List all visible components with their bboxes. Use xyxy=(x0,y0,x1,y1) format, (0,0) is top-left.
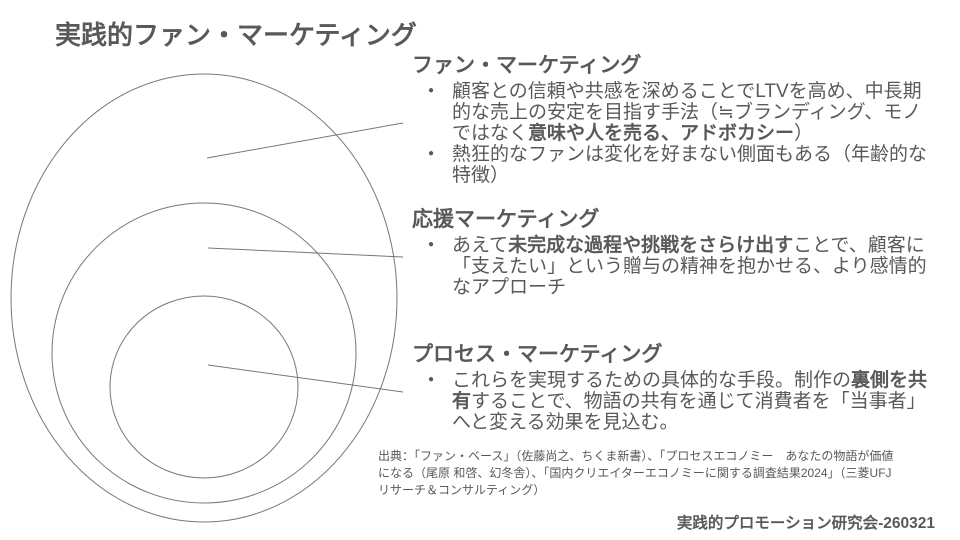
section-heading-fan-marketing: ファン・マーケティング xyxy=(412,54,642,77)
bullet-item: ● 熱狂的なファンは変化を好まない側面もある（年齢的な特徴） xyxy=(412,144,930,186)
bullet-text: 熱狂的なファンは変化を好まない側面もある（年齢的な特徴） xyxy=(452,144,928,186)
bullet-item: ● あえて未完成な過程や挑戦をさらけ出すことで、顧客に「支えたい」という贈与の精… xyxy=(412,235,930,298)
inner-ellipse-process-marketing xyxy=(109,295,299,479)
bullet-item: ● これらを実現するための具体的な手段。制作の裏側を共有することで、物語の共有を… xyxy=(412,370,930,433)
bullet-dot-icon: ● xyxy=(428,374,435,385)
source-citation: 出典：「ファン・ベース」（佐藤尚之、ちくま新書）、「プロセスエコノミー あなたの… xyxy=(378,449,894,497)
bullet-list: ● これらを実現するための具体的な手段。制作の裏側を共有することで、物語の共有を… xyxy=(412,370,932,433)
bullet-item: ● 顧客との信頼や共感を深めることでLTVを高め、中長期的な売上の安定を目指す手… xyxy=(412,81,930,144)
outer-ellipse-fan-marketing xyxy=(10,73,398,523)
bullet-dot-icon: ● xyxy=(428,85,435,96)
section-ouen-marketing: 応援マーケティング ● あえて未完成な過程や挑戦をさらけ出すことで、顧客に「支え… xyxy=(412,208,944,298)
page-title: 実践的ファン・マーケティング xyxy=(55,20,417,50)
bullet-text: 顧客との信頼や共感を深めることでLTVを高め、中長期的な売上の安定を目指す手法（… xyxy=(452,81,922,144)
section-process-marketing: プロセス・マーケティング ● これらを実現するための具体的な手段。制作の裏側を共… xyxy=(412,343,944,433)
bullet-dot-icon: ● xyxy=(428,148,435,159)
middle-ellipse-ouen-marketing xyxy=(51,202,357,504)
connector-line-fan-marketing xyxy=(206,122,404,159)
connector-line-process-marketing xyxy=(207,364,404,393)
bullet-dot-icon: ● xyxy=(428,239,435,250)
footer-credit: 実践的プロモーション研究会-260321 xyxy=(676,515,935,532)
bullet-list: ● 顧客との信頼や共感を深めることでLTVを高め、中長期的な売上の安定を目指す手… xyxy=(412,81,932,186)
section-heading-ouen-marketing: 応援マーケティング xyxy=(412,208,600,231)
section-fan-marketing: ファン・マーケティング ● 顧客との信頼や共感を深めることでLTVを高め、中長期… xyxy=(412,54,944,186)
section-heading-process-marketing: プロセス・マーケティング xyxy=(412,343,663,366)
bullet-list: ● あえて未完成な過程や挑戦をさらけ出すことで、顧客に「支えたい」という贈与の精… xyxy=(412,235,932,298)
bullet-text: あえて未完成な過程や挑戦をさらけ出すことで、顧客に「支えたい」という贈与の精神を… xyxy=(452,235,927,298)
connector-line-ouen-marketing xyxy=(207,247,404,258)
bullet-text: これらを実現するための具体的な手段。制作の裏側を共有することで、物語の共有を通じ… xyxy=(452,370,928,433)
